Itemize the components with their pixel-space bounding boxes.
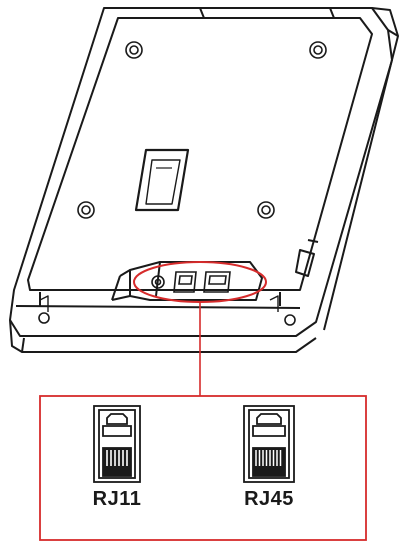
device-port-openings [173, 271, 231, 293]
mounting-screw-icon [38, 41, 327, 326]
device-body-icon [9, 7, 399, 353]
rj45-label: RJ45 [244, 488, 294, 510]
rj11-label: RJ11 [92, 488, 142, 510]
rj45-jack-icon [243, 405, 295, 483]
callout-box [39, 395, 367, 541]
rj11-jack-icon [93, 405, 141, 483]
